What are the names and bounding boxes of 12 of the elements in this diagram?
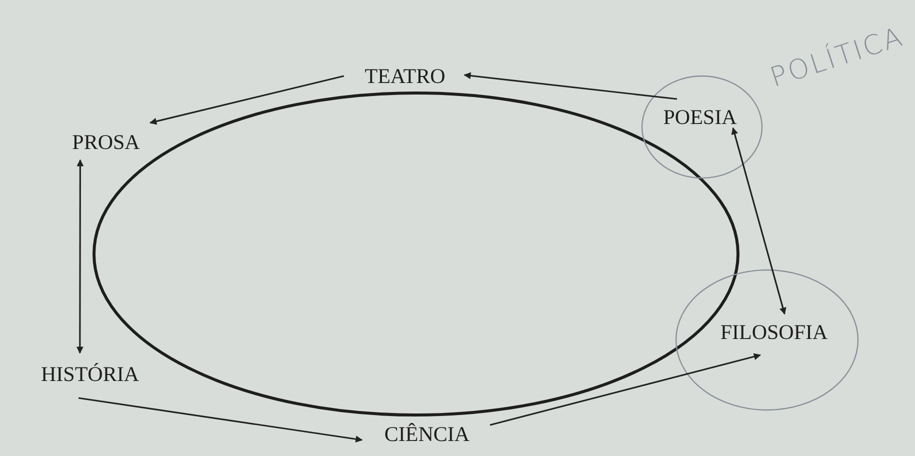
node-label: HISTÓRIA <box>18 362 162 386</box>
arrow <box>76 159 84 354</box>
arrow <box>78 397 363 443</box>
node-label: CIÊNCIA <box>364 422 490 446</box>
node-label: TEATRO <box>350 64 460 88</box>
node-label: POESIA <box>650 105 750 129</box>
arrow <box>490 353 761 426</box>
arrow <box>731 127 786 315</box>
node-label: FILOSOFIA <box>698 320 850 344</box>
arrow <box>150 75 344 125</box>
node-label: PROSA <box>60 130 152 154</box>
arrow <box>464 72 678 100</box>
